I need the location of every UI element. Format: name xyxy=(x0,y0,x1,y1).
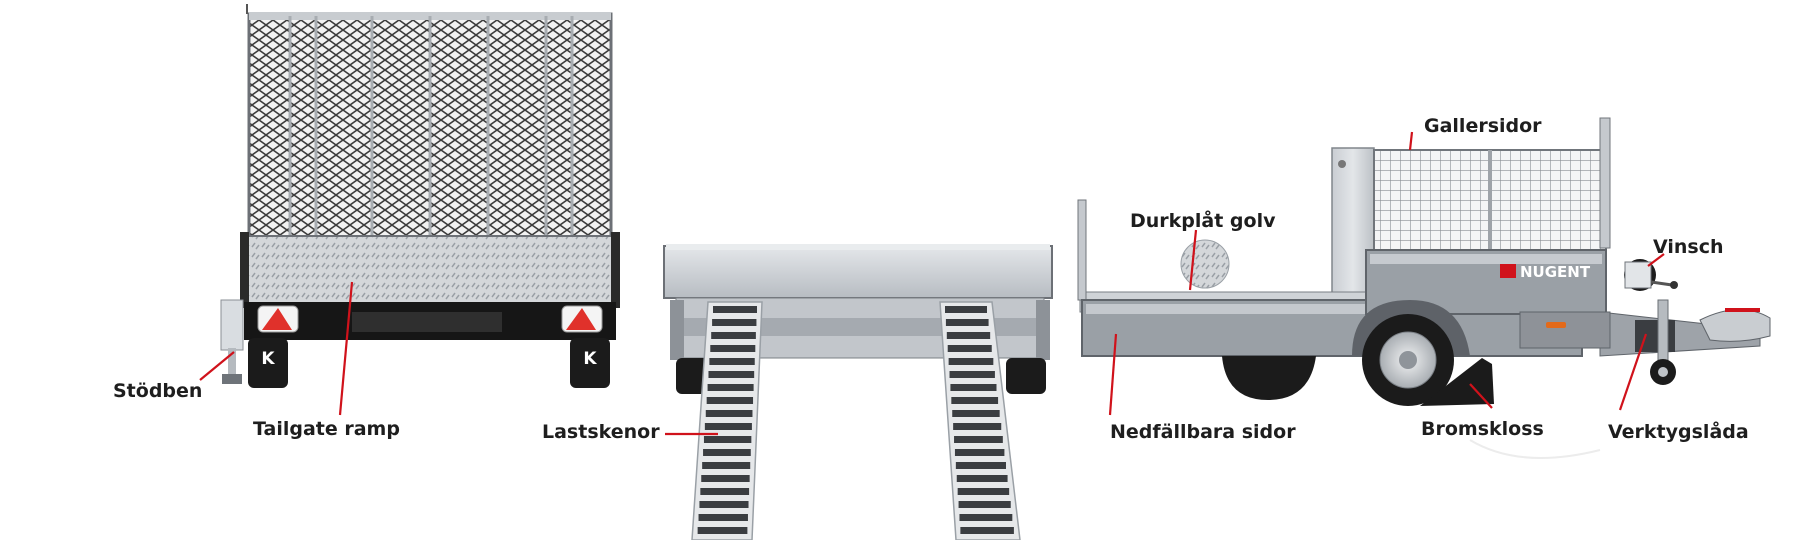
label-verktygslada: Verktygslåda xyxy=(1608,421,1749,443)
leader-lines xyxy=(199,131,1665,436)
leader-vinsch xyxy=(1647,253,1665,267)
wheel-badge-left: K xyxy=(261,349,275,369)
wheel-badge-right: K xyxy=(583,349,597,369)
ramp-left-rungs xyxy=(697,306,757,534)
leader-bromskloss xyxy=(1469,383,1493,409)
ramp-view xyxy=(663,244,1053,540)
leader-tailgate-ramp xyxy=(338,281,354,416)
label-vinsch: Vinsch xyxy=(1653,236,1724,258)
side-view: NUGENT xyxy=(1077,117,1771,459)
ramp-right-rungs xyxy=(945,306,1014,534)
label-tailgate-ramp: Tailgate ramp xyxy=(253,418,400,440)
brand-logo-text: NUGENT xyxy=(1520,263,1591,281)
label-lastskenor: Lastskenor xyxy=(542,421,660,443)
label-stodben: Stödben xyxy=(113,380,203,402)
rear-view xyxy=(220,4,620,388)
label-nedfallbara-sidor: Nedfällbara sidor xyxy=(1110,421,1296,443)
leader-verktygslada xyxy=(1618,333,1648,411)
leader-nedfallbara-sidor xyxy=(1108,333,1118,416)
label-durkplat-golv: Durkplåt golv xyxy=(1130,210,1276,232)
leader-gallersidor xyxy=(1408,131,1414,151)
label-bromskloss: Bromskloss xyxy=(1421,418,1544,440)
label-gallersidor: Gallersidor xyxy=(1424,115,1542,137)
leader-stodben xyxy=(199,351,235,381)
leader-durkplat-golv xyxy=(1188,229,1198,291)
